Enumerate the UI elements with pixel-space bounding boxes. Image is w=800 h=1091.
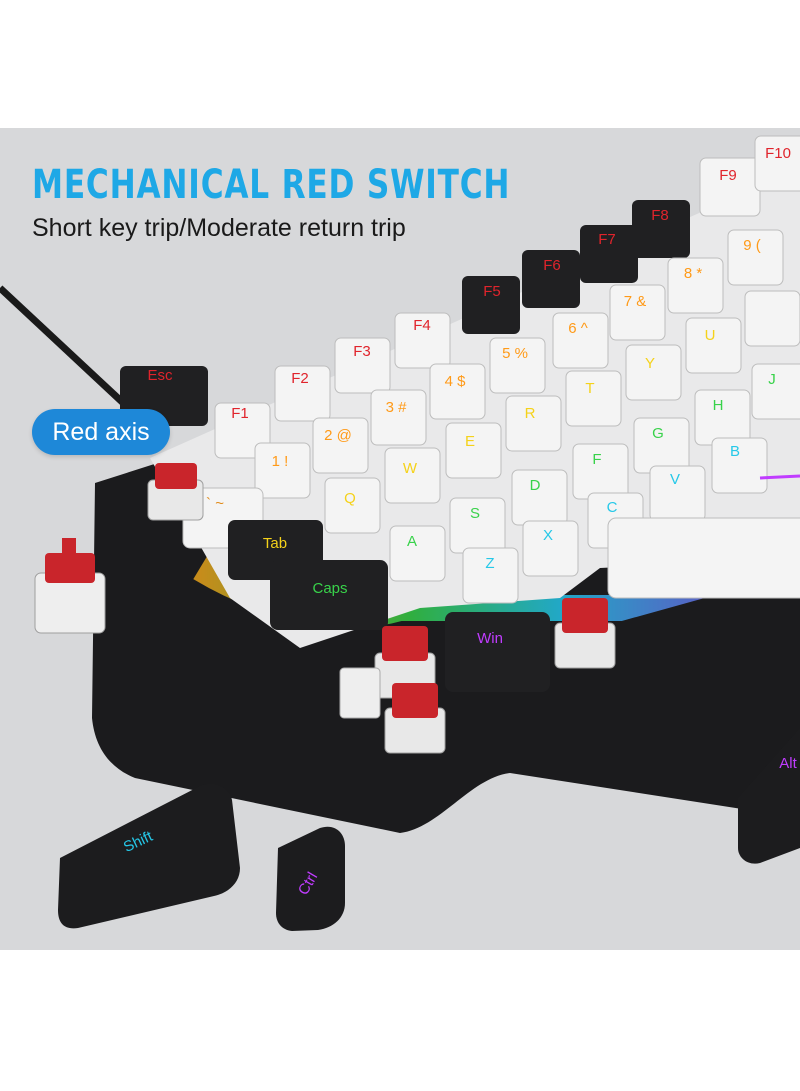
key-f10 [754, 135, 800, 192]
legend-caps: Caps [312, 580, 347, 597]
key-win [445, 612, 550, 692]
number-row [254, 229, 784, 499]
legend-tab: Tab [263, 535, 287, 552]
empty-socket [339, 667, 381, 719]
legend-f9: F9 [719, 167, 737, 184]
legend-9: 9 ( [743, 237, 761, 254]
legend-win: Win [477, 630, 503, 647]
legend-e: E [465, 433, 475, 450]
legend-s: S [470, 505, 480, 522]
key-f3 [334, 337, 391, 394]
key-f5 [462, 276, 520, 334]
legend-y: Y [645, 355, 655, 372]
switch-4 [554, 598, 616, 669]
key-f6 [522, 250, 580, 308]
spacebar [607, 517, 800, 599]
legend-f7: F7 [598, 231, 616, 248]
legend-7: 7 & [624, 293, 647, 310]
product-photo: Esc F1 F2 F3 F4 F5 F6 F7 F8 F9 F10 1 ! 2… [0, 128, 800, 950]
legend-a: A [407, 533, 417, 550]
asdf-row [389, 363, 800, 582]
legend-c: C [607, 499, 618, 516]
legend-f5: F5 [483, 283, 501, 300]
switch-loose [34, 538, 106, 634]
legend-2: 2 @ [324, 427, 352, 444]
legend-w: W [403, 460, 418, 477]
legend-f1: F1 [231, 405, 249, 422]
loose-key-shift [58, 783, 240, 929]
headline: MECHANICAL RED SWITCH [32, 162, 511, 208]
key-f2 [274, 365, 331, 422]
legend-f8: F8 [651, 207, 669, 224]
loose-key-ctrl [276, 826, 345, 931]
key-caps [270, 560, 388, 630]
legend-g: G [652, 425, 664, 442]
legend-f3: F3 [353, 343, 371, 360]
function-row [214, 135, 800, 459]
legend-6: 6 ^ [568, 320, 588, 337]
legend-r: R [525, 405, 536, 422]
legend-alt: Alt [779, 755, 797, 772]
key-f8 [632, 200, 690, 258]
legend-b: B [730, 443, 740, 460]
switch-3 [384, 683, 446, 754]
legend-f10: F10 [765, 145, 791, 162]
legend-u: U [705, 327, 716, 344]
legend-q: Q [344, 490, 356, 507]
legend-8: 8 * [684, 265, 703, 282]
key-f1 [214, 402, 271, 459]
loose-key-alt [738, 728, 800, 864]
legend-f2: F2 [291, 370, 309, 387]
legend-t: T [585, 380, 594, 397]
legend-d: D [530, 477, 541, 494]
switch-1 [147, 463, 204, 521]
legend-f4: F4 [413, 317, 431, 334]
legend-f: F [592, 451, 601, 468]
legend-h: H [713, 397, 724, 414]
legend-j: J [768, 371, 776, 388]
key-f4 [394, 312, 451, 369]
legend-z: Z [485, 555, 494, 572]
legend-tilde: ` ~ [206, 495, 224, 512]
legend-f6: F6 [543, 257, 561, 274]
legend-1: 1 ! [272, 453, 289, 470]
legend-3: 3 # [386, 399, 408, 416]
legend-x: X [543, 527, 553, 544]
qwerty-row [324, 290, 800, 534]
subheadline: Short key trip/Moderate return trip [32, 214, 406, 242]
key-f7 [580, 225, 638, 283]
legend-4: 4 $ [445, 373, 467, 390]
legend-v: V [670, 471, 680, 488]
legend-5: 5 % [502, 345, 528, 362]
legend-esc: Esc [147, 367, 173, 384]
red-axis-badge: Red axis [32, 409, 170, 455]
